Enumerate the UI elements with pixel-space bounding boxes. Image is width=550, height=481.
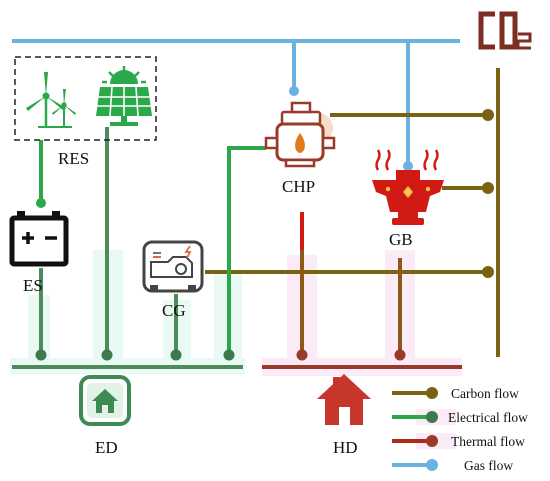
- es-label: ES: [23, 276, 43, 295]
- chp-label: CHP: [282, 177, 315, 196]
- battery-icon: [9, 211, 69, 267]
- thermal-junction-gb: [394, 349, 406, 361]
- gas-flow-lines: [12, 39, 460, 166]
- elec-junction-es: [35, 349, 47, 361]
- legend-carbon: Carbon flow: [392, 386, 519, 401]
- res-group-box: [14, 56, 157, 141]
- gas-junction-gb: [403, 161, 413, 171]
- carbon-junction-chp: [482, 109, 494, 121]
- legend-thermal-label: Thermal flow: [451, 434, 525, 449]
- wind-turbine-icon: [26, 72, 76, 128]
- legend-electrical-label: Electrical flow: [448, 410, 528, 425]
- house-icon-hd: [317, 374, 371, 425]
- elec-junction-res: [36, 198, 46, 208]
- hd-label: HD: [333, 438, 358, 457]
- legend-carbon-label: Carbon flow: [451, 386, 519, 401]
- gb-label: GB: [389, 230, 413, 249]
- legend-gas-label: Gas flow: [464, 458, 513, 473]
- legend-electrical: Electrical flow: [392, 410, 528, 425]
- elec-junction-solar: [101, 349, 113, 361]
- gas-junction-chp: [289, 86, 299, 96]
- chp-unit-icon: [264, 101, 336, 168]
- highlight-bands: [10, 250, 462, 449]
- res-label: RES: [58, 149, 89, 168]
- thermal-flow-lines: [262, 212, 462, 369]
- co2-icon: [478, 11, 532, 50]
- electrical-flow-lines: [12, 127, 266, 369]
- ed-label: ED: [95, 438, 118, 457]
- carbon-flow-lines: [205, 68, 500, 357]
- legend: Carbon flow Electrical flow Thermal flow…: [392, 386, 528, 473]
- generator-icon: [142, 240, 204, 293]
- elec-junction-chp: [223, 349, 235, 361]
- legend-thermal: Thermal flow: [392, 434, 525, 449]
- thermal-junction-chp: [296, 349, 308, 361]
- cg-label: CG: [162, 301, 186, 320]
- house-icon: [79, 375, 131, 426]
- legend-gas: Gas flow: [392, 458, 513, 473]
- solar-panel-icon: [96, 66, 152, 126]
- elec-junction-cg: [170, 349, 182, 361]
- gas-boiler-icon: [372, 149, 444, 225]
- carbon-junction-cg: [482, 266, 494, 278]
- carbon-junction-gb: [482, 182, 494, 194]
